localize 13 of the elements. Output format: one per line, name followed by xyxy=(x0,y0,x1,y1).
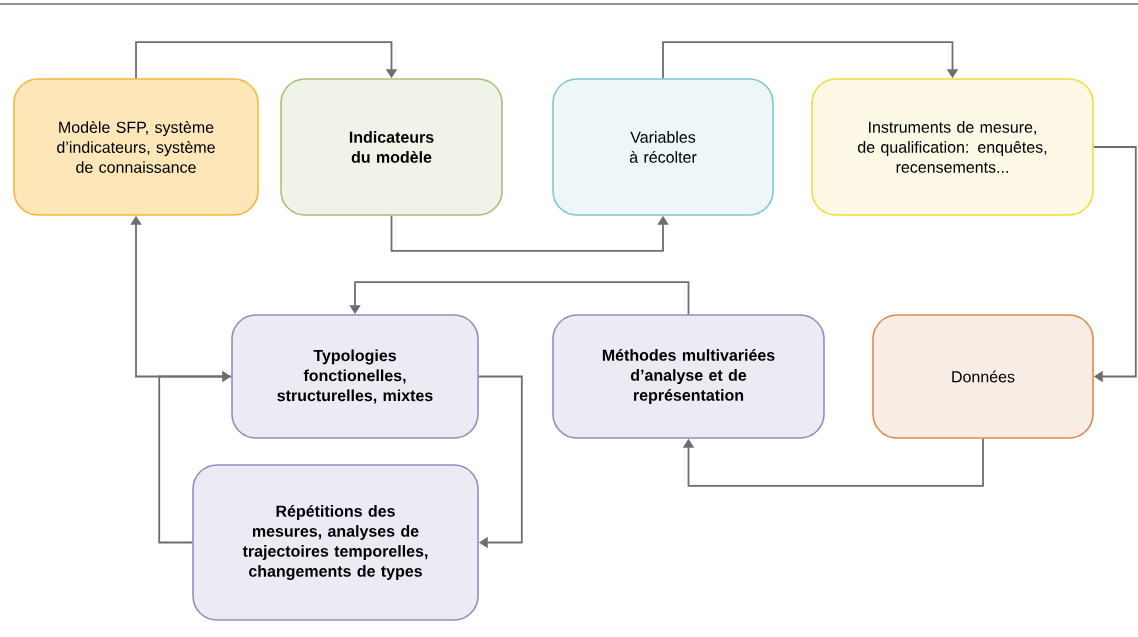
arrow xyxy=(662,41,959,80)
process-box: Modèle SFP, système d’indicateurs, système de connaissance xyxy=(13,78,259,216)
process-box: Indicateurs du modèle xyxy=(280,78,503,216)
arrow xyxy=(477,375,523,549)
arrow xyxy=(135,41,398,80)
arrow xyxy=(1092,146,1137,383)
process-box: Données xyxy=(872,314,1094,439)
process-box: Variables à récolter xyxy=(552,78,774,216)
process-box: Méthodes multivariées d’analyse et de représentation xyxy=(552,314,825,439)
process-box: Répétitions des mesures, analyses de trajectoires temporelles, changements de types xyxy=(192,464,479,621)
process-box: Typologies fonctionelles, structurelles, mixtes xyxy=(231,314,479,439)
process-box: Instruments de mesure, de qualification: enquêtes, recensements... xyxy=(811,78,1094,216)
arrow xyxy=(682,437,984,487)
